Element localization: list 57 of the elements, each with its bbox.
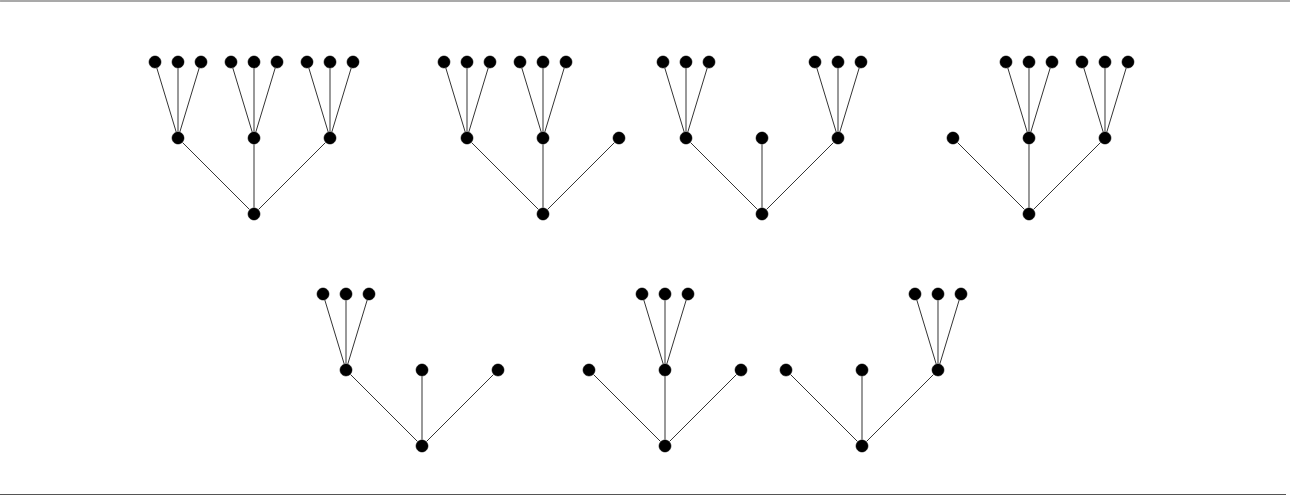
connector-line — [1104, 67, 1106, 133]
connector-line — [956, 141, 1026, 211]
connector-line — [544, 67, 565, 133]
connector-line — [308, 67, 329, 133]
connector-line — [345, 299, 347, 365]
connector-line — [685, 67, 687, 133]
connector-line — [761, 143, 763, 209]
connector-line — [445, 67, 466, 133]
connector-line — [255, 67, 276, 133]
connector-line — [421, 375, 423, 441]
connector-line — [937, 299, 939, 365]
connector-line — [689, 141, 759, 211]
connector-line — [664, 67, 685, 133]
connector-line — [521, 67, 542, 133]
connector-line — [425, 373, 495, 443]
connector-line — [257, 141, 327, 211]
connector-line — [349, 373, 419, 443]
connector-line — [253, 67, 255, 133]
connector-line — [1032, 141, 1102, 211]
connector-line — [664, 299, 666, 365]
connector-line — [546, 141, 616, 211]
connector-line — [468, 67, 489, 133]
connector-line — [324, 299, 345, 365]
connector-line — [177, 67, 179, 133]
connector-line — [1083, 67, 1104, 133]
connector-line — [329, 67, 331, 133]
connector-line — [1007, 67, 1028, 133]
connector-line — [916, 299, 937, 365]
connector-line — [687, 67, 708, 133]
connector-line — [1106, 67, 1127, 133]
connector-line — [837, 67, 839, 133]
connector-line — [232, 67, 253, 133]
connector-line — [470, 141, 540, 211]
connector-line — [466, 67, 468, 133]
connector-line — [861, 375, 863, 441]
connector-line — [542, 143, 544, 209]
connector-line — [181, 141, 251, 211]
connector-line — [156, 67, 177, 133]
connector-line — [664, 375, 666, 441]
connector-line — [666, 299, 687, 365]
connector-line — [668, 373, 738, 443]
connector-line — [789, 373, 859, 443]
connector-line — [939, 299, 960, 365]
connector-line — [865, 373, 935, 443]
connector-line — [179, 67, 200, 133]
connector-line — [1030, 67, 1051, 133]
connector-line — [839, 67, 860, 133]
connector-line — [765, 141, 835, 211]
connector-line — [331, 67, 352, 133]
connector-line — [1028, 67, 1030, 133]
connector-line — [816, 67, 837, 133]
connector-line — [643, 299, 664, 365]
connector-line — [592, 373, 662, 443]
connector-line — [347, 299, 368, 365]
connector-line — [1028, 143, 1030, 209]
connector-line — [253, 143, 255, 209]
connector-line — [542, 67, 544, 133]
